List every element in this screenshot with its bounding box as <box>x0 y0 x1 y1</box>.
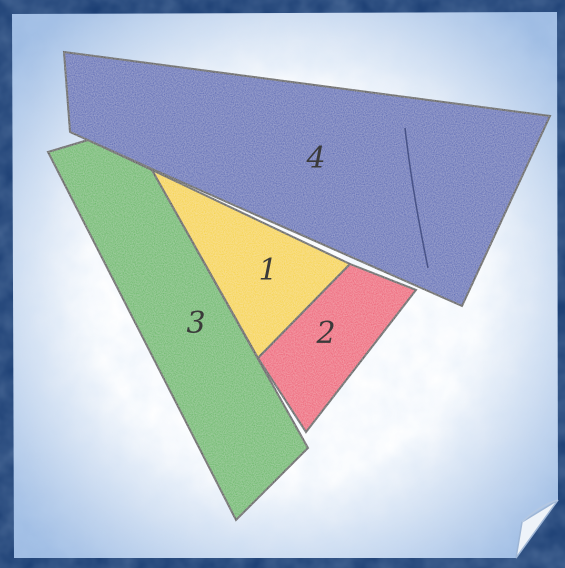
piece-4-label: 4 <box>305 141 325 176</box>
piece-1-label: 1 <box>258 253 277 288</box>
piece-3-label: 3 <box>186 306 205 341</box>
piece-2-label: 2 <box>315 316 335 351</box>
